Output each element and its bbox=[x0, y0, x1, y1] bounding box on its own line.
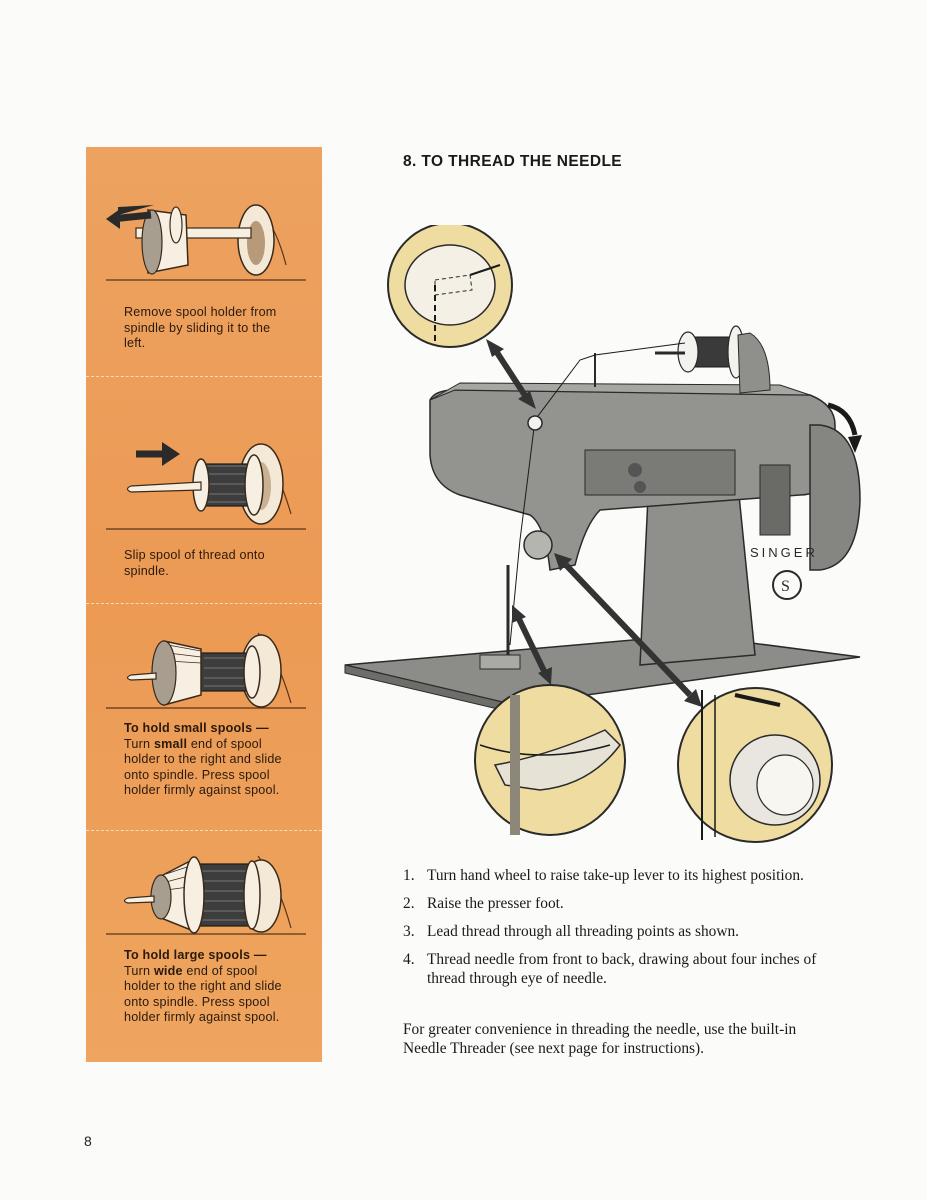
divider bbox=[86, 830, 322, 831]
list-item-number: 1. bbox=[403, 867, 415, 884]
step-large-spools: To hold large spools —Turn wide end of s… bbox=[86, 830, 322, 1062]
step-remove-spool-holder: Remove spool holder from spindle by slid… bbox=[86, 147, 322, 375]
presser-foot bbox=[479, 654, 521, 670]
list-item: 2. Raise the presser foot. bbox=[403, 894, 823, 913]
step-4-pre: Turn bbox=[124, 963, 154, 978]
list-item-text: Raise the presser foot. bbox=[427, 895, 564, 912]
hand-wheel bbox=[809, 424, 861, 571]
step-4-post: end of spool holder to the right and sli… bbox=[124, 963, 282, 1025]
divider bbox=[86, 376, 322, 377]
step-4-heading: To hold large spools — bbox=[124, 948, 267, 962]
small-spool-holder-illustration bbox=[106, 632, 306, 709]
page-title: 8. TO THREAD THE NEEDLE bbox=[403, 153, 623, 170]
divider bbox=[86, 603, 322, 604]
slip-spool-illustration bbox=[106, 442, 306, 530]
page-number: 8 bbox=[84, 1133, 92, 1149]
svg-text:S: S bbox=[781, 578, 790, 595]
step-2-text: Slip spool of thread onto spindle. bbox=[124, 548, 265, 578]
take-up-lever bbox=[527, 415, 543, 431]
list-item: 4. Thread needle from front to back, draw… bbox=[403, 950, 823, 988]
sewing-machine-threading-illustration: SINGER S bbox=[344, 225, 862, 843]
remove-spool-holder-illustration bbox=[106, 204, 306, 281]
step-3-heading: To hold small spools — bbox=[124, 721, 269, 735]
tension-arrow bbox=[563, 562, 693, 698]
list-item-number: 4. bbox=[403, 951, 415, 968]
step-4-emph: wide bbox=[153, 963, 183, 978]
list-item-number: 3. bbox=[403, 923, 415, 940]
spool-instructions-panel: Remove spool holder from spindle by slid… bbox=[86, 147, 322, 1062]
list-item-number: 2. bbox=[403, 895, 415, 912]
needle-threader-note: For greater convenience in threading the… bbox=[403, 1021, 797, 1057]
instruction-list: 1. Turn hand wheel to raise take-up lever… bbox=[403, 866, 823, 997]
tension-dial bbox=[523, 530, 553, 560]
brand-label: SINGER bbox=[750, 545, 818, 560]
step-3-pre: Turn bbox=[124, 736, 154, 751]
step-3-text: To hold small spools —Turn small end of … bbox=[124, 721, 289, 799]
step-3-post: end of spool holder to the right and sli… bbox=[124, 736, 282, 798]
list-item-text: Turn hand wheel to raise take-up lever t… bbox=[427, 867, 804, 884]
singer-logo-icon bbox=[772, 570, 802, 600]
list-item-text: Lead thread through all threading points… bbox=[427, 923, 740, 940]
presser-foot-arrow bbox=[515, 615, 548, 675]
step-1-text: Remove spool holder from spindle by slid… bbox=[124, 305, 277, 350]
stitch-control-panel bbox=[584, 449, 736, 496]
step-slip-spool: Slip spool of thread onto spindle. bbox=[86, 376, 322, 602]
step-small-spools: To hold small spools —Turn small end of … bbox=[86, 603, 322, 829]
list-item: 3. Lead thread through all threading poin… bbox=[403, 922, 823, 941]
take-up-arrow bbox=[493, 349, 529, 399]
large-spool-holder-illustration bbox=[106, 855, 306, 935]
step-4-text: To hold large spools —Turn wide end of s… bbox=[124, 948, 289, 1026]
list-item-text: Thread needle from front to back, drawin… bbox=[427, 951, 817, 987]
step-3-emph: small bbox=[153, 736, 188, 751]
list-item: 1. Turn hand wheel to raise take-up lever… bbox=[403, 866, 823, 885]
